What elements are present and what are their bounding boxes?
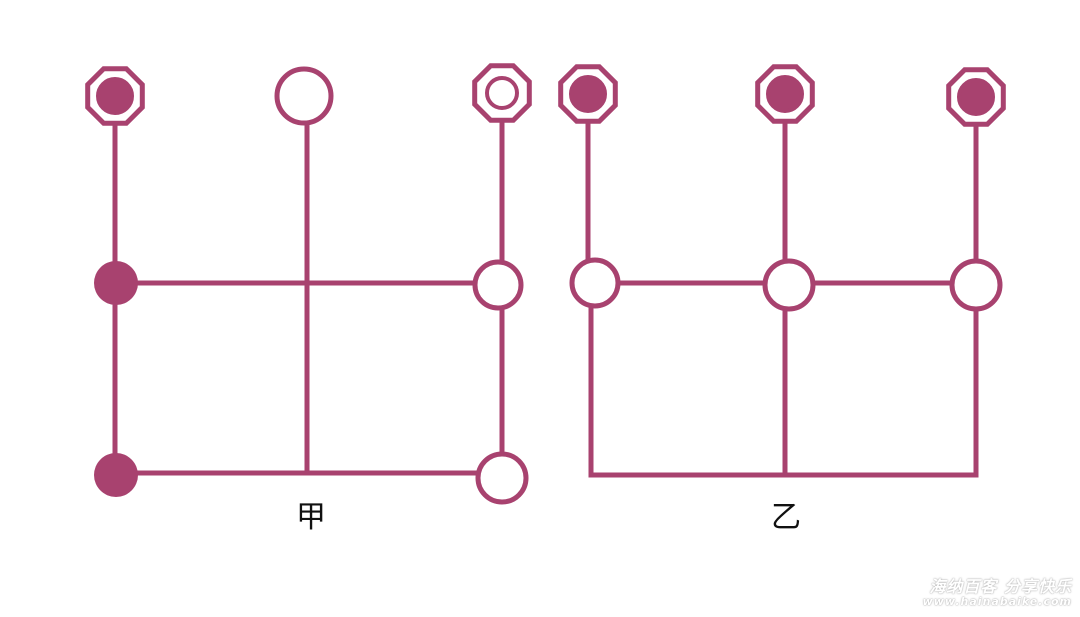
figure-b [558,64,1006,478]
octagon-filled-core-icon [85,66,145,126]
hollow-circle-icon [949,258,1003,312]
watermark-title: 海纳百客 分享快乐 [929,576,1072,596]
figure-a [85,63,532,505]
octagon-filled-core-icon [558,64,618,124]
wire-line [588,283,979,478]
hollow-circle-icon [762,258,816,312]
octagon-hollow-core-icon [472,63,532,123]
watermark-url: www.hainabaike.com [922,595,1072,609]
core-dot [96,77,134,115]
core-dot [569,75,607,113]
hollow-circle-icon [569,257,621,309]
figure-b-label: 乙 [771,500,801,535]
octagon-filled-core-icon [755,64,815,124]
core-dot [766,75,804,113]
core-dot [957,78,995,116]
filled-circle-icon [94,453,138,497]
hollow-circle-icon [475,451,529,505]
octagon-filled-core-icon [946,67,1006,127]
hollow-circle-icon [472,259,524,311]
watermark: 海纳百客 分享快乐 www.hainabaike.com [922,576,1072,609]
hollow-circle-icon [274,66,334,126]
core-ring [485,76,519,110]
figure-a-label: 甲 [296,500,326,535]
filled-circle-icon [94,261,138,305]
